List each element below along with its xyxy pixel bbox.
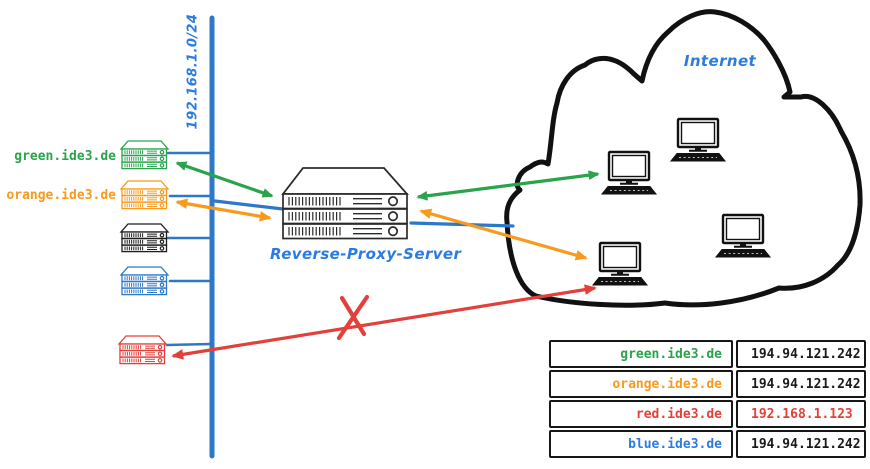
server-icon-blue [121,267,168,295]
internet-label: Internet [683,52,757,70]
blocked-x-icon [336,294,370,341]
computer-icon-bottom-left [591,241,649,287]
server-icon-orange [121,181,168,209]
arrow-orange-proxy-to-server [175,198,272,222]
dns-table: green.ide3.de 194.94.121.242 orange.ide3… [549,340,866,458]
lan-stub-red [165,342,213,347]
server-icon-green [121,141,168,169]
arrow-green-client-to-proxy [416,170,600,201]
dns-host-cell: red.ide3.de [549,400,733,428]
server-icon-black [121,224,168,252]
dns-ip-cell: 192.168.1.123 [736,400,866,428]
dns-row-red: red.ide3.de 192.168.1.123 [549,400,866,428]
dns-ip-cell: 194.94.121.242 [736,370,866,398]
dns-row-blue: blue.ide3.de 194.94.121.242 [549,430,866,458]
dns-host-cell: green.ide3.de [549,340,733,368]
server-icon-red [119,336,166,364]
arrow-red-direct-blocked [171,284,597,360]
dns-ip-cell: 194.94.121.242 [736,340,866,368]
arrow-orange-client-to-proxy [419,208,588,261]
lan-cidr-label: 192.168.1.0/24 [185,13,201,130]
proxy-lan-link [213,199,285,211]
dns-row-orange: orange.ide3.de 194.94.121.242 [549,370,866,398]
orange-server-label: orange.ide3.de [6,188,116,203]
computer-icon-left [600,150,658,196]
dns-host-cell: blue.ide3.de [549,430,733,458]
dns-host-cell: orange.ide3.de [549,370,733,398]
computer-icon-top [669,117,727,163]
green-server-label: green.ide3.de [14,149,116,164]
dns-ip-cell: 194.94.121.242 [736,430,866,458]
dns-row-green: green.ide3.de 194.94.121.242 [549,340,866,368]
arrow-green-proxy-to-server [175,161,274,198]
reverse-proxy-label: Reverse-Proxy-Server [270,245,462,263]
computer-icon-right [714,213,772,259]
reverse-proxy-icon [281,167,409,240]
